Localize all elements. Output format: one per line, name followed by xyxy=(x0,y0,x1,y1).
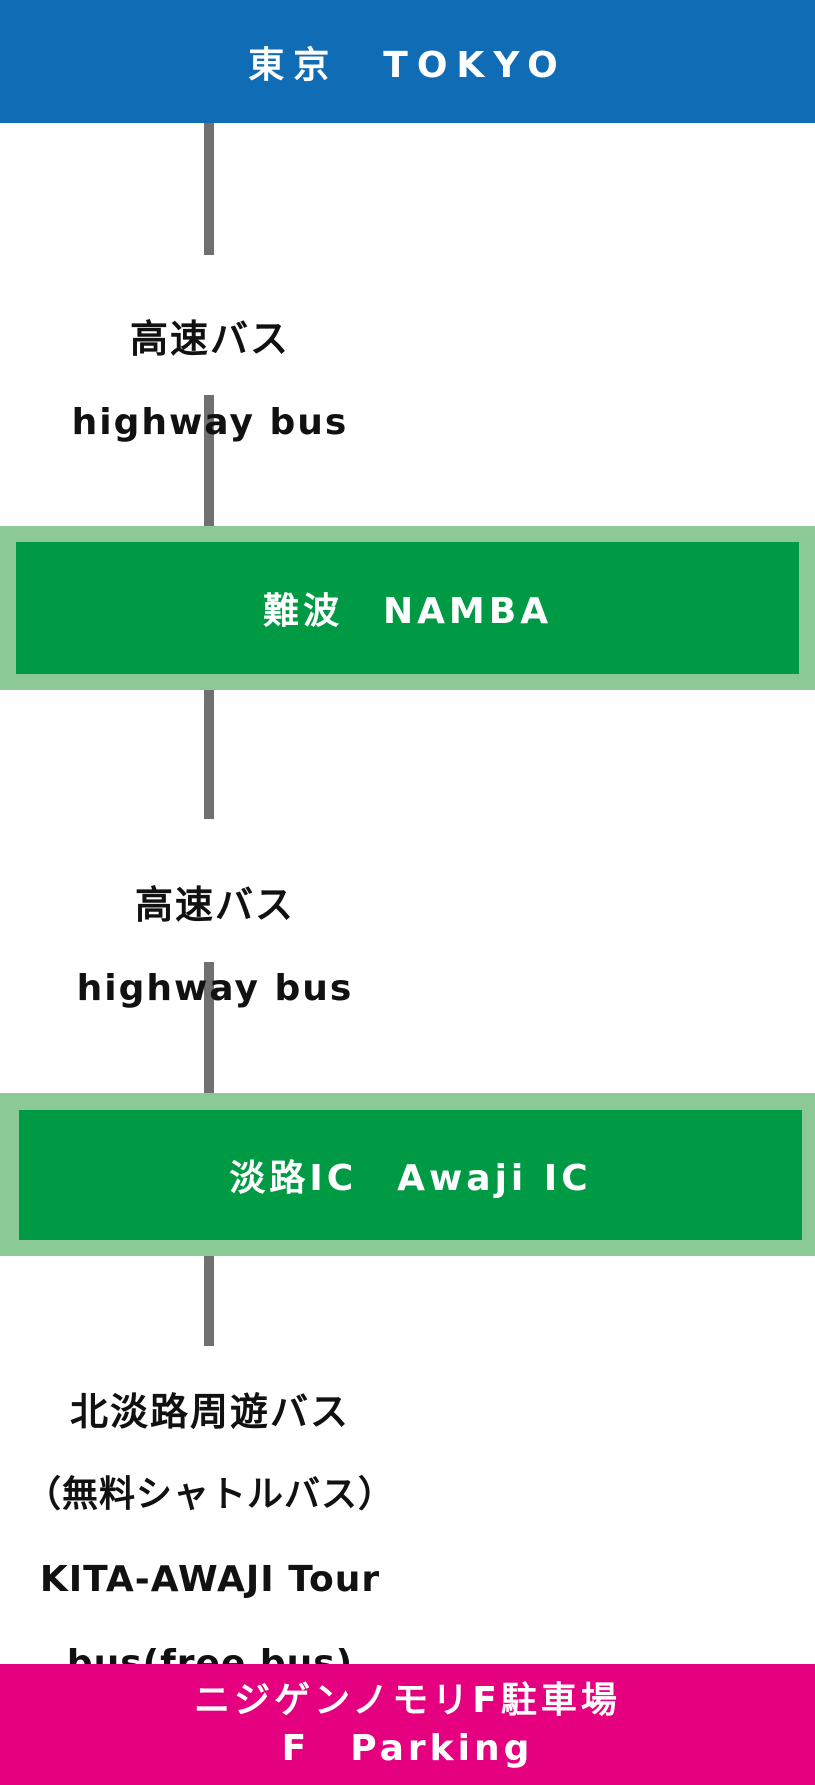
segment-en: highway bus xyxy=(71,402,349,443)
segment-2-label: 高速バス highway bus xyxy=(5,844,425,1031)
route-line xyxy=(204,395,214,526)
destination-line1: ニジゲンノモリF駐車場 xyxy=(194,1679,621,1721)
station-label: 難波 NAMBA xyxy=(262,591,553,632)
segment-1-label: 高速バス highway bus xyxy=(0,278,420,465)
segment-jp: 高速バス xyxy=(134,883,295,927)
segment-jp-note: （無料シャトルバス） xyxy=(24,1474,395,1515)
route-line xyxy=(204,690,214,819)
segment-jp: 高速バス xyxy=(129,317,290,361)
segment-en: KITA-AWAJI Tour xyxy=(39,1559,381,1600)
route-line xyxy=(204,123,214,255)
route-line xyxy=(204,962,214,1093)
segment-jp: 北淡路周遊バス xyxy=(69,1390,350,1434)
destination-parking: ニジゲンノモリF駐車場 F Parking xyxy=(0,1664,815,1785)
segment-en: highway bus xyxy=(76,968,354,1009)
route-line xyxy=(204,1256,214,1346)
origin-tokyo: 東京 TOKYO xyxy=(0,0,815,123)
station-awaji-ic: 淡路IC Awaji IC xyxy=(0,1093,815,1256)
station-label: 淡路IC Awaji IC xyxy=(229,1158,592,1199)
origin-label: 東京 TOKYO xyxy=(248,44,567,86)
station-awaji-box: 淡路IC Awaji IC xyxy=(19,1110,802,1240)
station-namba-box: 難波 NAMBA xyxy=(16,542,799,674)
station-namba: 難波 NAMBA xyxy=(0,526,815,690)
segment-3-label: 北淡路周遊バス （無料シャトルバス） KITA-AWAJI Tour bus(f… xyxy=(0,1352,420,1705)
destination-line2: F Parking xyxy=(281,1727,534,1769)
